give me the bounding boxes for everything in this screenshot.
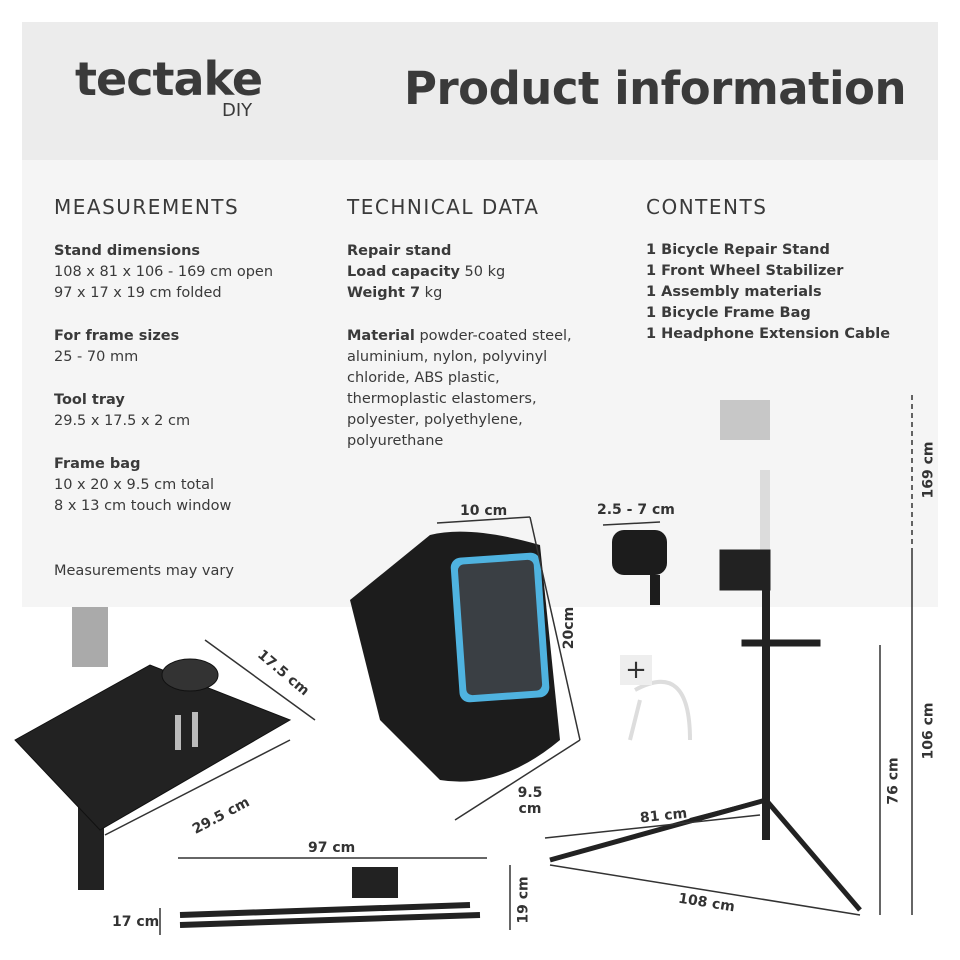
- value: 97 x 17 x 19 cm folded: [54, 285, 222, 301]
- label: Load capacity: [347, 264, 460, 280]
- value: kg: [424, 285, 443, 301]
- dim-tray-height: 76 cm: [885, 757, 902, 805]
- dim-folded-width: 17 cm: [112, 914, 160, 930]
- measure-bag: Frame bag 10 x 20 x 9.5 cm total 8 x 13 cm…: [54, 454, 334, 517]
- tool-tray-image: [14, 607, 292, 890]
- dim-bag-width: 10 cm: [460, 503, 508, 519]
- plus-sign: +: [620, 655, 652, 685]
- dim-folded-height: 19 cm: [515, 876, 532, 924]
- measure-stand: Stand dimensions 108 x 81 x 106 - 169 cm …: [54, 241, 334, 304]
- value: 108 x 81 x 106 - 169 cm open: [54, 264, 274, 280]
- contents-list: 1 Bicycle Repair Stand 1 Front Wheel Sta…: [646, 240, 890, 345]
- list-item: 1 Bicycle Repair Stand: [646, 242, 830, 258]
- list-item: 1 Bicycle Frame Bag: [646, 305, 811, 321]
- list-item: 1 Front Wheel Stabilizer: [646, 263, 844, 279]
- label: Stand dimensions: [54, 243, 201, 259]
- measurements-heading: MEASUREMENTS: [54, 195, 240, 219]
- dim-bag-depth: 9.5 cm: [517, 785, 543, 817]
- technical-list: Repair stand Load capacity 50 kg Weight …: [347, 241, 597, 452]
- header-band: [22, 22, 938, 160]
- list-item: 1 Assembly materials: [646, 284, 822, 300]
- page-title: Product information: [404, 62, 906, 115]
- contents-heading: CONTENTS: [646, 195, 768, 219]
- dim-bag-height: 20cm: [561, 606, 578, 650]
- label: Weight 7: [347, 285, 421, 301]
- value: 50 kg: [464, 264, 506, 280]
- dim-clamp: 2.5 - 7 cm: [597, 502, 675, 518]
- brand-sub: DIY: [222, 100, 253, 121]
- value: 10 x 20 x 9.5 cm total: [54, 477, 215, 493]
- dim-min-height: 106 cm: [920, 702, 937, 760]
- value: 8 x 13 cm touch window: [54, 498, 232, 514]
- measurements-list: Stand dimensions 108 x 81 x 106 - 169 cm …: [54, 241, 334, 539]
- label: Frame bag: [54, 456, 141, 472]
- brand-logo: tectake: [75, 52, 263, 106]
- label: For frame sizes: [54, 328, 180, 344]
- dimension-lines: [104, 395, 913, 935]
- frame-bag-image: [350, 531, 560, 782]
- technical-heading: TECHNICAL DATA: [347, 195, 540, 219]
- measure-frame: For frame sizes 25 - 70 mm: [54, 326, 334, 368]
- folded-stand-image: [179, 867, 481, 928]
- cable-image: [628, 679, 692, 741]
- dim-folded-length: 97 cm: [308, 840, 356, 856]
- value: powder-coated steel, aluminium, nylon, p…: [347, 328, 572, 449]
- measure-tray: Tool tray 29.5 x 17.5 x 2 cm: [54, 390, 334, 432]
- dim-max-height: 169 cm: [920, 441, 937, 499]
- value: 25 - 70 mm: [54, 349, 139, 365]
- measurements-note: Measurements may vary: [54, 563, 234, 579]
- list-item: 1 Headphone Extension Cable: [646, 326, 891, 342]
- label: Repair stand: [347, 243, 452, 259]
- value: 29.5 x 17.5 x 2 cm: [54, 413, 191, 429]
- repair-stand-image: [549, 400, 862, 912]
- clamp-image: [612, 530, 667, 605]
- info-panel: [22, 160, 938, 607]
- label: Material: [347, 328, 415, 344]
- label: Tool tray: [54, 392, 125, 408]
